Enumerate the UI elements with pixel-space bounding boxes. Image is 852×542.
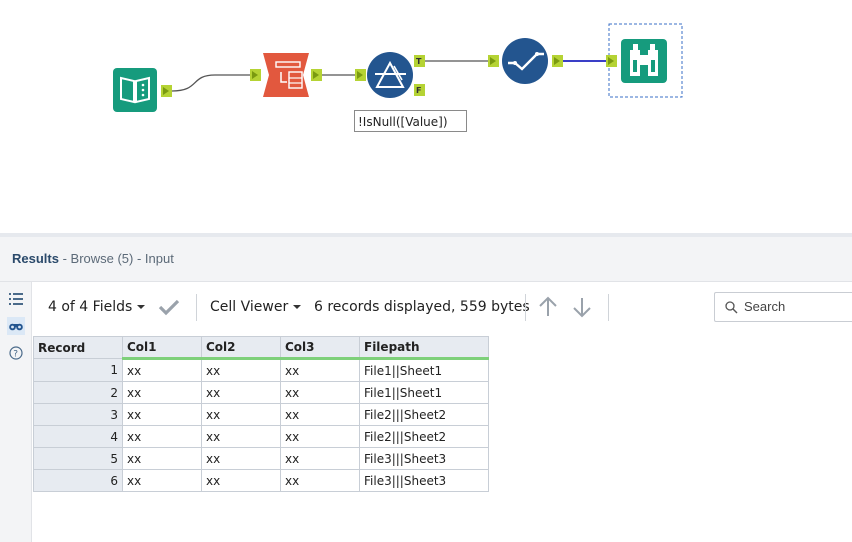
filter-expression-label: !IsNull([Value]) bbox=[354, 110, 467, 132]
input-tool[interactable] bbox=[113, 68, 172, 112]
table-cell[interactable]: xx bbox=[201, 447, 281, 470]
table-cell[interactable]: xx bbox=[280, 358, 360, 382]
results-title-label: Results bbox=[12, 251, 59, 266]
table-cell[interactable]: xx bbox=[280, 447, 360, 470]
record-number: 1 bbox=[33, 358, 123, 382]
workflow-canvas[interactable]: T F !IsNull( bbox=[0, 0, 852, 233]
fields-dropdown[interactable]: 4 of 4 Fields bbox=[48, 299, 132, 315]
results-toolbar: 4 of 4 Fields Cell Viewer 6 records disp… bbox=[32, 282, 852, 334]
connection-line bbox=[171, 74, 250, 92]
true-anchor bbox=[414, 55, 425, 67]
panel-divider[interactable] bbox=[0, 233, 852, 237]
table-row[interactable]: 3 xx xx xx File2|||Sheet2 bbox=[33, 403, 489, 426]
binoculars-icon[interactable] bbox=[7, 317, 25, 335]
filter-tool[interactable]: T F bbox=[355, 52, 425, 98]
table-cell[interactable]: xx bbox=[122, 381, 202, 404]
table-cell[interactable]: xx bbox=[280, 403, 360, 426]
table-cell[interactable]: xx bbox=[201, 469, 281, 492]
table-row[interactable]: 4 xx xx xx File2|||Sheet2 bbox=[33, 425, 489, 448]
table-cell[interactable]: xx bbox=[280, 381, 360, 404]
table-cell[interactable]: xx bbox=[122, 469, 202, 492]
table-cell[interactable]: File2|||Sheet2 bbox=[359, 403, 489, 426]
help-icon[interactable]: ? bbox=[7, 344, 25, 362]
toolbar-separator bbox=[525, 294, 526, 321]
results-side-strip: ? bbox=[0, 282, 32, 542]
table-cell[interactable]: xx bbox=[201, 403, 281, 426]
records-info: 6 records displayed, 559 bytes bbox=[314, 299, 530, 315]
column-header-col1[interactable]: Col1 bbox=[122, 336, 202, 360]
column-header-filepath[interactable]: Filepath bbox=[359, 336, 489, 360]
column-header-col2[interactable]: Col2 bbox=[201, 336, 281, 360]
results-grid: Record Col1 Col2 Col3 Filepath 1 xx xx x… bbox=[33, 336, 489, 492]
column-header-record[interactable]: Record bbox=[33, 336, 123, 359]
search-icon bbox=[725, 301, 738, 319]
table-cell[interactable]: File3|||Sheet3 bbox=[359, 447, 489, 470]
table-row[interactable]: 5 xx xx xx File3|||Sheet3 bbox=[33, 447, 489, 470]
table-cell[interactable]: xx bbox=[280, 469, 360, 492]
workflow-diagram: T F bbox=[113, 23, 683, 112]
table-cell[interactable]: xx bbox=[122, 403, 202, 426]
list-icon[interactable] bbox=[7, 290, 25, 308]
table-row[interactable]: 6 xx xx xx File3|||Sheet3 bbox=[33, 469, 489, 492]
table-cell[interactable]: xx bbox=[280, 425, 360, 448]
text-to-columns-tool[interactable] bbox=[250, 53, 322, 97]
fields-dropdown-label: 4 of 4 Fields bbox=[48, 299, 133, 315]
false-anchor-label: F bbox=[416, 86, 421, 95]
true-anchor-label: T bbox=[416, 57, 422, 66]
table-cell[interactable]: xx bbox=[201, 425, 281, 448]
arrow-up-icon[interactable] bbox=[538, 296, 558, 322]
arrow-down-icon[interactable] bbox=[572, 296, 592, 322]
results-header: Results - Browse (5) - Input bbox=[0, 237, 852, 282]
cell-viewer-label: Cell Viewer bbox=[210, 299, 289, 315]
check-icon[interactable] bbox=[158, 298, 180, 320]
table-cell[interactable]: File3|||Sheet3 bbox=[359, 469, 489, 492]
column-header-col3[interactable]: Col3 bbox=[280, 336, 360, 360]
false-anchor bbox=[414, 84, 425, 96]
record-number: 2 bbox=[33, 381, 123, 404]
browse-tool[interactable] bbox=[606, 23, 683, 98]
table-cell[interactable]: xx bbox=[122, 358, 202, 382]
table-cell[interactable]: File2|||Sheet2 bbox=[359, 425, 489, 448]
table-header-row: Record Col1 Col2 Col3 Filepath bbox=[33, 336, 489, 360]
search-input[interactable]: Search bbox=[714, 292, 852, 322]
table-cell[interactable]: xx bbox=[201, 358, 281, 382]
record-number: 3 bbox=[33, 403, 123, 426]
table-cell[interactable]: File1||Sheet1 bbox=[359, 358, 489, 382]
select-tool[interactable] bbox=[488, 38, 563, 84]
table-cell[interactable]: File1||Sheet1 bbox=[359, 381, 489, 404]
table-cell[interactable]: xx bbox=[122, 425, 202, 448]
cell-viewer-dropdown[interactable]: Cell Viewer bbox=[210, 299, 288, 315]
svg-text:?: ? bbox=[13, 350, 18, 360]
toolbar-separator bbox=[608, 294, 609, 321]
search-placeholder: Search bbox=[744, 299, 786, 314]
record-number: 4 bbox=[33, 425, 123, 448]
table-cell[interactable]: xx bbox=[122, 447, 202, 470]
table-row[interactable]: 1 xx xx xx File1||Sheet1 bbox=[33, 358, 489, 382]
table-row[interactable]: 2 xx xx xx File1||Sheet1 bbox=[33, 381, 489, 404]
results-subtitle: - Browse (5) - Input bbox=[58, 251, 174, 266]
cell-viewer-arrow-icon[interactable] bbox=[292, 299, 302, 317]
record-number: 6 bbox=[33, 469, 123, 492]
fields-dropdown-arrow-icon[interactable] bbox=[136, 299, 146, 317]
table-cell[interactable]: xx bbox=[201, 381, 281, 404]
record-number: 5 bbox=[33, 447, 123, 470]
results-title: Results - Browse (5) - Input bbox=[12, 251, 174, 266]
toolbar-separator bbox=[196, 294, 197, 321]
